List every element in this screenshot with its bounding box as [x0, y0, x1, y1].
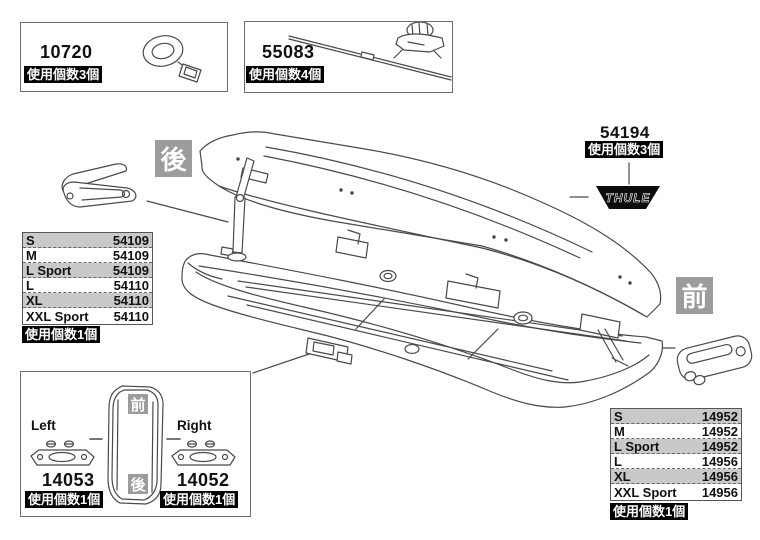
left-bracket-icon: [30, 440, 95, 466]
size-cell: S: [26, 232, 35, 248]
right-bracket-icon: [171, 440, 236, 466]
strap-callout-box: [20, 22, 228, 92]
lid-lifter-size-table: S 54109 M 54109 L Sport 54109 L 54110 XL 5411…: [22, 232, 153, 325]
table-row: L 54110: [23, 277, 152, 294]
table-row: L Sport 14952: [611, 438, 741, 455]
size-cell: M: [26, 247, 37, 263]
part-number-14053: 14053: [42, 470, 95, 490]
part-cell: 14956: [701, 453, 738, 469]
table-row: L 14956: [611, 453, 741, 470]
strap-icon: [142, 35, 202, 83]
table-row: S 54109: [23, 232, 152, 249]
part-cell: 54110: [113, 277, 149, 293]
size-cell: XL: [26, 292, 43, 308]
part-cell: 54110: [113, 292, 149, 308]
table-row: M 54109: [23, 247, 152, 264]
size-cell: XL: [614, 468, 631, 484]
rod-icon: [288, 21, 452, 81]
part-number-14052: 14052: [177, 470, 230, 490]
part-number-10720: 10720: [40, 42, 93, 62]
lid-lifter-icon: [61, 163, 137, 208]
thule-badge: THULE: [596, 186, 660, 209]
part-cell: 54109: [112, 262, 149, 278]
part-cell: 54110: [113, 308, 149, 324]
usage-label-14052: 使用個数1個: [160, 491, 239, 508]
tension-handle-icon: [676, 335, 753, 386]
part-cell: 54109: [112, 232, 149, 248]
table-row: L Sport 54109: [23, 262, 152, 279]
part-cell: 14956: [701, 468, 738, 484]
cargo-box-drawing: [181, 131, 664, 408]
size-cell: L Sport: [614, 438, 660, 454]
rod-callout-box: [244, 21, 453, 93]
part-cell: 14952: [701, 423, 738, 439]
part-cell: 54109: [112, 247, 149, 263]
rear-orientation-label: 後: [155, 140, 192, 177]
table-row: XL 14956: [611, 468, 741, 485]
box-top-view: [107, 385, 164, 505]
table-row: XXL Sport 54110: [23, 308, 152, 324]
part-cell: 14952: [701, 438, 738, 454]
rear-orientation-small: 後: [128, 474, 148, 494]
table-row: XXL Sport 14956: [611, 484, 741, 500]
table-row: M 14952: [611, 423, 741, 440]
size-cell: L: [26, 277, 34, 293]
table-row: S 14952: [611, 408, 741, 425]
right-side-label: Right: [177, 418, 212, 433]
usage-label-tension-handle: 使用個数1個: [610, 503, 689, 520]
part-cell: 14952: [701, 408, 738, 424]
size-cell: L Sport: [26, 262, 72, 278]
tension-handle-size-table: S 14952 M 14952 L Sport 14952 L 14956 XL 1495…: [610, 408, 742, 501]
part-number-55083: 55083: [262, 42, 315, 62]
size-cell: M: [614, 423, 625, 439]
usage-label-14053: 使用個数1個: [25, 491, 104, 508]
bracket-callout-box: [20, 371, 251, 517]
part-cell: 14956: [701, 484, 738, 500]
size-cell: XXL Sport: [614, 484, 677, 500]
usage-label-lid-lifter: 使用個数1個: [22, 326, 101, 343]
table-row: XL 54110: [23, 292, 152, 309]
thule-badge-text: THULE: [606, 191, 651, 205]
usage-label-10720: 使用個数3個: [24, 66, 103, 83]
size-cell: S: [614, 408, 623, 424]
size-cell: L: [614, 453, 622, 469]
front-orientation-small: 前: [128, 394, 148, 414]
front-orientation-label: 前: [676, 277, 713, 314]
part-number-54194: 54194: [600, 123, 650, 142]
size-cell: XXL Sport: [26, 308, 89, 324]
usage-label-54194: 使用個数3個: [585, 141, 664, 158]
usage-label-55083: 使用個数4個: [246, 66, 325, 83]
left-side-label: Left: [31, 418, 56, 433]
